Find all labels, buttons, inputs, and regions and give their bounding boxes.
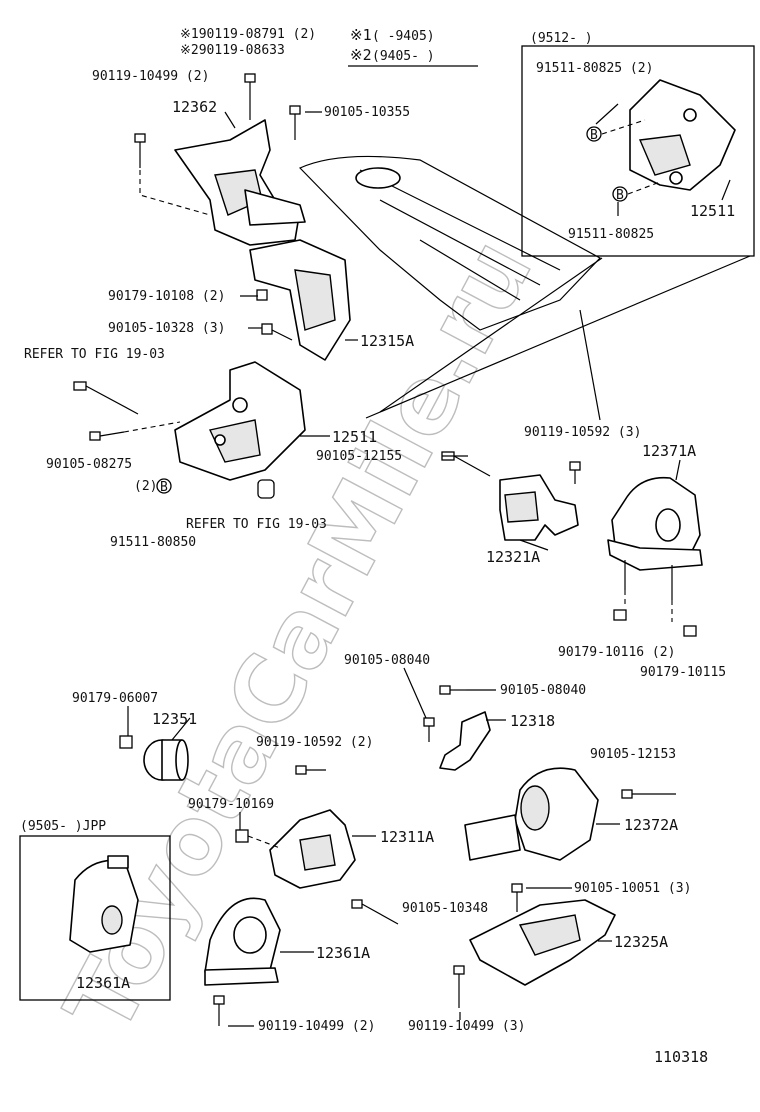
stopper-12351 — [143, 739, 189, 781]
bolt-icon — [89, 431, 125, 441]
label-12511-variant: 12511 — [690, 202, 735, 220]
label-90179-10116: 90179-10116 (2) — [558, 645, 675, 660]
label-90105-12153: 90105-12153 — [590, 747, 676, 762]
washer-b-icon: B — [612, 186, 628, 203]
variant-box-9505-jpp-range: (9505- )JPP — [20, 819, 106, 834]
bolt-icon — [439, 685, 466, 695]
label-90105-10348: 90105-10348 — [402, 901, 488, 916]
bolt-icon — [453, 965, 465, 1008]
label-90179-06007: 90179-06007 — [72, 691, 158, 706]
label-12371a: 12371A — [642, 442, 696, 460]
engine-outline — [298, 155, 601, 421]
label-90105-08040-b: 90105-08040 — [500, 683, 586, 698]
label-90179-10108: 90179-10108 (2) — [108, 289, 225, 304]
figure-id: 110318 — [654, 1048, 708, 1066]
bolt-icon — [569, 461, 581, 484]
nut-icon — [256, 289, 268, 301]
label-90119-10592-2: 90119-10592 (2) — [256, 735, 373, 750]
label-90105-10328: 90105-10328 (3) — [108, 321, 225, 336]
bolt-icon — [73, 381, 139, 415]
engine-mount-12362 — [174, 119, 306, 246]
engine-mount-12511 — [174, 361, 306, 481]
nut-icon — [235, 829, 249, 843]
leader-box-to-12511 — [379, 257, 603, 413]
engine-mount-12361a — [204, 897, 281, 986]
dashed-guide — [627, 181, 661, 195]
bolt-icon — [213, 995, 225, 1026]
svg-text:B: B — [160, 480, 168, 495]
label-90105-08275: 90105-08275 — [46, 457, 132, 472]
bolt-icon — [134, 133, 146, 168]
label-12315a: 12315A — [360, 332, 414, 350]
label-12311a: 12311A — [380, 828, 434, 846]
washer-b-icon: B — [156, 478, 172, 495]
leader-box-to-12511-2 — [365, 255, 751, 419]
label-90105-10051: 90105-10051 (3) — [574, 881, 691, 896]
svg-text:B: B — [616, 188, 624, 203]
label-12362: 12362 — [172, 98, 217, 116]
label-12361a-variant: 12361A — [76, 974, 130, 992]
bolt-icon — [351, 899, 399, 925]
variant-box-9512 — [521, 45, 755, 257]
leader-lines — [127, 103, 731, 1027]
engine-mount-12511-variant — [629, 79, 736, 191]
engine-mount-12372a — [464, 767, 599, 861]
label-90119-10499-b2: 90119-10499 (2) — [258, 1019, 375, 1034]
bolt-icon — [261, 323, 293, 341]
label-12321a: 12321A — [486, 548, 540, 566]
note-2-range: (9405- ) — [372, 49, 435, 64]
label-90105-12155: 90105-12155 — [316, 449, 402, 464]
bolt-icon — [244, 73, 256, 120]
note-1-symbol: ※1 — [350, 26, 372, 44]
label-90105-08040-a: 90105-08040 — [344, 653, 430, 668]
label-12351: 12351 — [152, 710, 197, 728]
bolt-icon — [511, 883, 523, 912]
label-90119-10499-b3: 90119-10499 (3) — [408, 1019, 525, 1034]
label-91511-80825-2: 91511-80825 (2) — [536, 61, 653, 76]
bracket-12315a — [249, 239, 351, 361]
label-90119-08633: ※290119-08633 — [180, 43, 285, 58]
label-refer-fig-19-03-b: REFER TO FIG 19-03 — [186, 517, 327, 532]
bracket-12321a — [499, 474, 579, 541]
bolt-icon — [295, 765, 326, 775]
nut-icon — [613, 609, 627, 621]
washer-b-icon: B — [586, 126, 602, 143]
label-90119-08791: ※190119-08791 (2) — [180, 27, 316, 42]
bushing-icon — [257, 479, 275, 499]
note-2-symbol: ※2 — [350, 46, 372, 64]
label-12318: 12318 — [510, 712, 555, 730]
label-91511-80825: 91511-80825 — [568, 227, 654, 242]
bracket-12325a — [469, 899, 616, 986]
label-12361a: 12361A — [316, 944, 370, 962]
bolt-icon — [423, 717, 435, 742]
nut-icon — [683, 625, 697, 637]
stay-12318 — [439, 711, 491, 771]
engine-mount-12371a — [607, 476, 703, 600]
engine-mount-12361a-variant — [69, 855, 139, 953]
dashed-guide — [139, 170, 211, 216]
label-90179-10169: 90179-10169 — [188, 797, 274, 812]
label-12511: 12511 — [332, 428, 377, 446]
label-90119-10499-top: 90119-10499 (2) — [92, 69, 209, 84]
bracket-12311a — [269, 809, 356, 889]
dashed-guide — [123, 421, 181, 433]
dashed-guide — [601, 119, 646, 135]
label-refer-fig-19-03-a: REFER TO FIG 19-03 — [24, 347, 165, 362]
dashed-guide — [247, 835, 281, 849]
svg-text:B: B — [590, 128, 598, 143]
bolt-icon — [289, 105, 301, 140]
label-90119-10592-3: 90119-10592 (3) — [524, 425, 641, 440]
note-1-range: ( -9405) — [372, 29, 435, 44]
label-90105-10355: 90105-10355 — [324, 105, 410, 120]
variant-box-9512-range: (9512- ) — [530, 31, 593, 46]
label-12372a: 12372A — [624, 816, 678, 834]
label-12325a: 12325A — [614, 933, 668, 951]
variant-box-9505-jpp — [19, 835, 171, 1001]
nut-icon — [119, 735, 133, 749]
label-91511-80850: 91511-80850 — [110, 535, 196, 550]
label-qty-2: (2) — [134, 479, 157, 494]
label-90179-10115: 90179-10115 — [640, 665, 726, 680]
bolt-icon — [621, 789, 676, 799]
